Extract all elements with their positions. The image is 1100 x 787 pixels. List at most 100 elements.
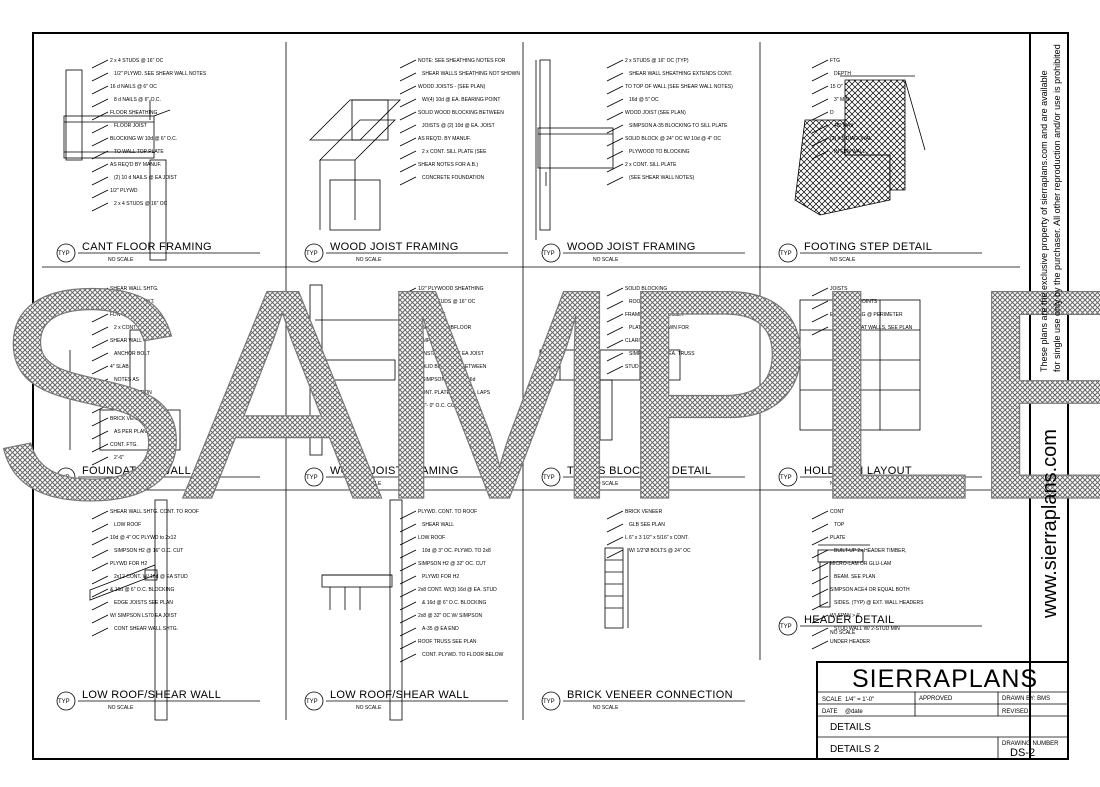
detail-title: WOOD JOIST FRAMING: [567, 241, 696, 253]
sidebar-notice-line2: for single use only by the purchaser. Al…: [1052, 44, 1062, 372]
sheet-name: DETAILS 2: [830, 744, 880, 755]
callout-note: FLOOR JOIST: [114, 123, 147, 129]
callout-note: BRICK VENEER: [625, 509, 663, 515]
callout-note: 10d @ 3" OC. PLYWD. TO 2x8: [422, 548, 491, 554]
drawing-wood-joist-section: [535, 59, 614, 240]
callout-note: INSTALL A-35 AT EA JOIST: [422, 351, 484, 357]
callout-note: LOW ROOF: [114, 522, 141, 528]
callout-note: SIMPSON ACE4 OR EQUAL BOTH: [830, 587, 910, 593]
callout-note: 2 x 4 PLATE: [418, 312, 446, 318]
callout-note: ROOF TRUSS SEE PLAN: [418, 639, 477, 645]
drawing-holdown-layout: [799, 299, 921, 431]
callout-note: EDGE JOISTS SEE PLAN: [114, 600, 173, 606]
callout-note: NOTES AS: [114, 377, 140, 383]
typ-marker: [304, 691, 324, 711]
callout-note: 3" MIN: [834, 97, 849, 103]
callout-note: JOISTS @ (2) 10d @ EA. JOIST: [422, 123, 495, 129]
drawing-low-roof-1: [89, 499, 168, 721]
callout-note: D: [830, 110, 834, 116]
callout-note: WOOD JOIST (SEE PLAN): [625, 110, 686, 116]
callout-note: W/ SIMPSON LS70 EA JOIST: [110, 613, 177, 619]
callout-note: SIMPSON H1 AT EA. TRUSS: [629, 351, 695, 357]
callout-note: CONT: [830, 509, 844, 515]
detail-title: WOOD JOIST FRAMING: [330, 465, 459, 477]
callout-note: & 16d @ 6" O.C. BLOCKING: [110, 587, 174, 593]
callout-note: 8"- 0" O.C. CONT W/: [422, 403, 469, 409]
drawing-header: [817, 544, 870, 608]
callout-note: 1/2" PLYWD: [110, 188, 138, 194]
callout-note: PLYWOOD TO BLOCKING: [629, 149, 690, 155]
detail-title: LOW ROOF/SHEAR WALL: [330, 689, 469, 701]
callout-note: SHEAR WALL: [110, 338, 142, 344]
drawing-number: DS-2: [1010, 747, 1035, 759]
drawing-wood-joist-iso: [309, 99, 401, 231]
drawing-brick-veneer: [604, 547, 629, 629]
typ-label: TYP: [780, 251, 792, 257]
callout-note: SIMPSON A-35: [418, 338, 453, 344]
scale-label: NO SCALE: [108, 705, 134, 711]
callout-note: BLOCKING W/ 10d @ 6" O.C.: [110, 136, 177, 142]
scale-label: NO SCALE: [356, 257, 382, 263]
callout-note: AS REQ'D BY MANUF.: [110, 162, 161, 168]
date-label: DATE: [822, 709, 838, 715]
detail-title: WOOD JOIST FRAMING: [330, 241, 459, 253]
callout-note: SIMPSON A-35 OR 16d: [422, 377, 476, 383]
callout-note: ROOF TRUSS SEE ROOF: [629, 299, 689, 305]
callout-note: & 16d @ 6" O.C. BLOCKING: [422, 600, 486, 606]
typ-label: TYP: [780, 475, 792, 481]
scale-value: 1/4" = 1'-0": [845, 697, 874, 703]
callout-note: CONT. PLYWD. TO FLOOR BELOW: [422, 652, 504, 658]
callout-note: 15 O": [830, 84, 843, 90]
callout-note: L 6" x 3 1/2" x 5/16" x CONT.: [625, 535, 689, 541]
scale-label: NO SCALE: [593, 705, 619, 711]
callout-note: BEAM. SEE PLAN: [834, 574, 876, 580]
callout-note: SIMPSON H2 @ 16" O.C. CUT: [114, 548, 183, 554]
callout-note: 2 x CONT. SILL PLATE: [625, 162, 677, 168]
typ-label: TYP: [306, 475, 318, 481]
callout-note: 16d @ 5" OC: [629, 97, 659, 103]
callout-note: BRICK VENEER: [110, 416, 148, 422]
company-name: SIERRAPLANS: [852, 665, 1038, 693]
detail-title: FOUNDATION WALL: [82, 465, 191, 477]
drawing-number-label: DRAWING NUMBER: [1002, 741, 1059, 747]
callout-note: PLYWD FOR H2: [110, 561, 147, 567]
typ-label: TYP: [543, 475, 555, 481]
callout-note: PLAN ELEVATION: [110, 390, 152, 396]
callout-note: CONCRETE FOUNDATION: [422, 175, 485, 181]
callout-note: 48" MAX: [834, 123, 854, 129]
callout-note: FLOOR SHEATHING: [110, 110, 158, 116]
callout-note: SHEAR WALLS SHEATHING NOT SHOWN: [422, 71, 520, 77]
typ-label: TYP: [58, 475, 70, 481]
callout-note: STAGGER JOINTS: [834, 299, 878, 305]
revised-label: REVISED: [1002, 709, 1029, 715]
callout-note: FTG: [830, 58, 840, 64]
callout-note: BUILT-UP 2x HEADER TIMBER,: [834, 548, 907, 554]
sheet-title: DETAILS: [830, 722, 871, 733]
scale-label: NO SCALE: [356, 481, 382, 487]
callout-note: 1/2" PLYWOOD SHEATHING: [418, 286, 484, 292]
callout-note: (2) 10 d NAILS @ EA JOIST: [114, 175, 177, 181]
sample-watermark: SAMPLE: [0, 226, 1100, 562]
drawn-by: DRAWN BY: BMS: [1002, 696, 1050, 702]
callout-note: 16 d NAILS @ 6" OC: [110, 84, 157, 90]
detail-title: CANT FLOOR FRAMING: [82, 241, 212, 253]
callout-note: WOOD JOISTS - (SEE PLAN): [418, 84, 486, 90]
typ-marker: [541, 691, 561, 711]
approved-label: APPROVED: [919, 696, 953, 702]
callout-note: CONT. PLATE SEE WALL LAPS: [418, 390, 491, 396]
typ-marker: [541, 467, 561, 487]
drawing-cant-floor: [63, 69, 171, 261]
callout-note: W/ 1/2"Ø BOLTS @ 24" OC: [629, 548, 691, 554]
callout-note: PLYWD FOR H2: [422, 574, 459, 580]
typ-marker: [304, 243, 324, 263]
typ-label: TYP: [543, 251, 555, 257]
callout-note: 10d @ 4" OC PLYWD to 2x12: [110, 535, 176, 541]
typ-marker: [56, 691, 76, 711]
callout-note: ANCHOR BOLT: [114, 351, 150, 357]
scale-label: SCALE: [822, 697, 842, 703]
scale-label: NO SCALE: [593, 481, 619, 487]
sidebar-notice-line1: These plans are the exclusive property o…: [1039, 70, 1049, 372]
